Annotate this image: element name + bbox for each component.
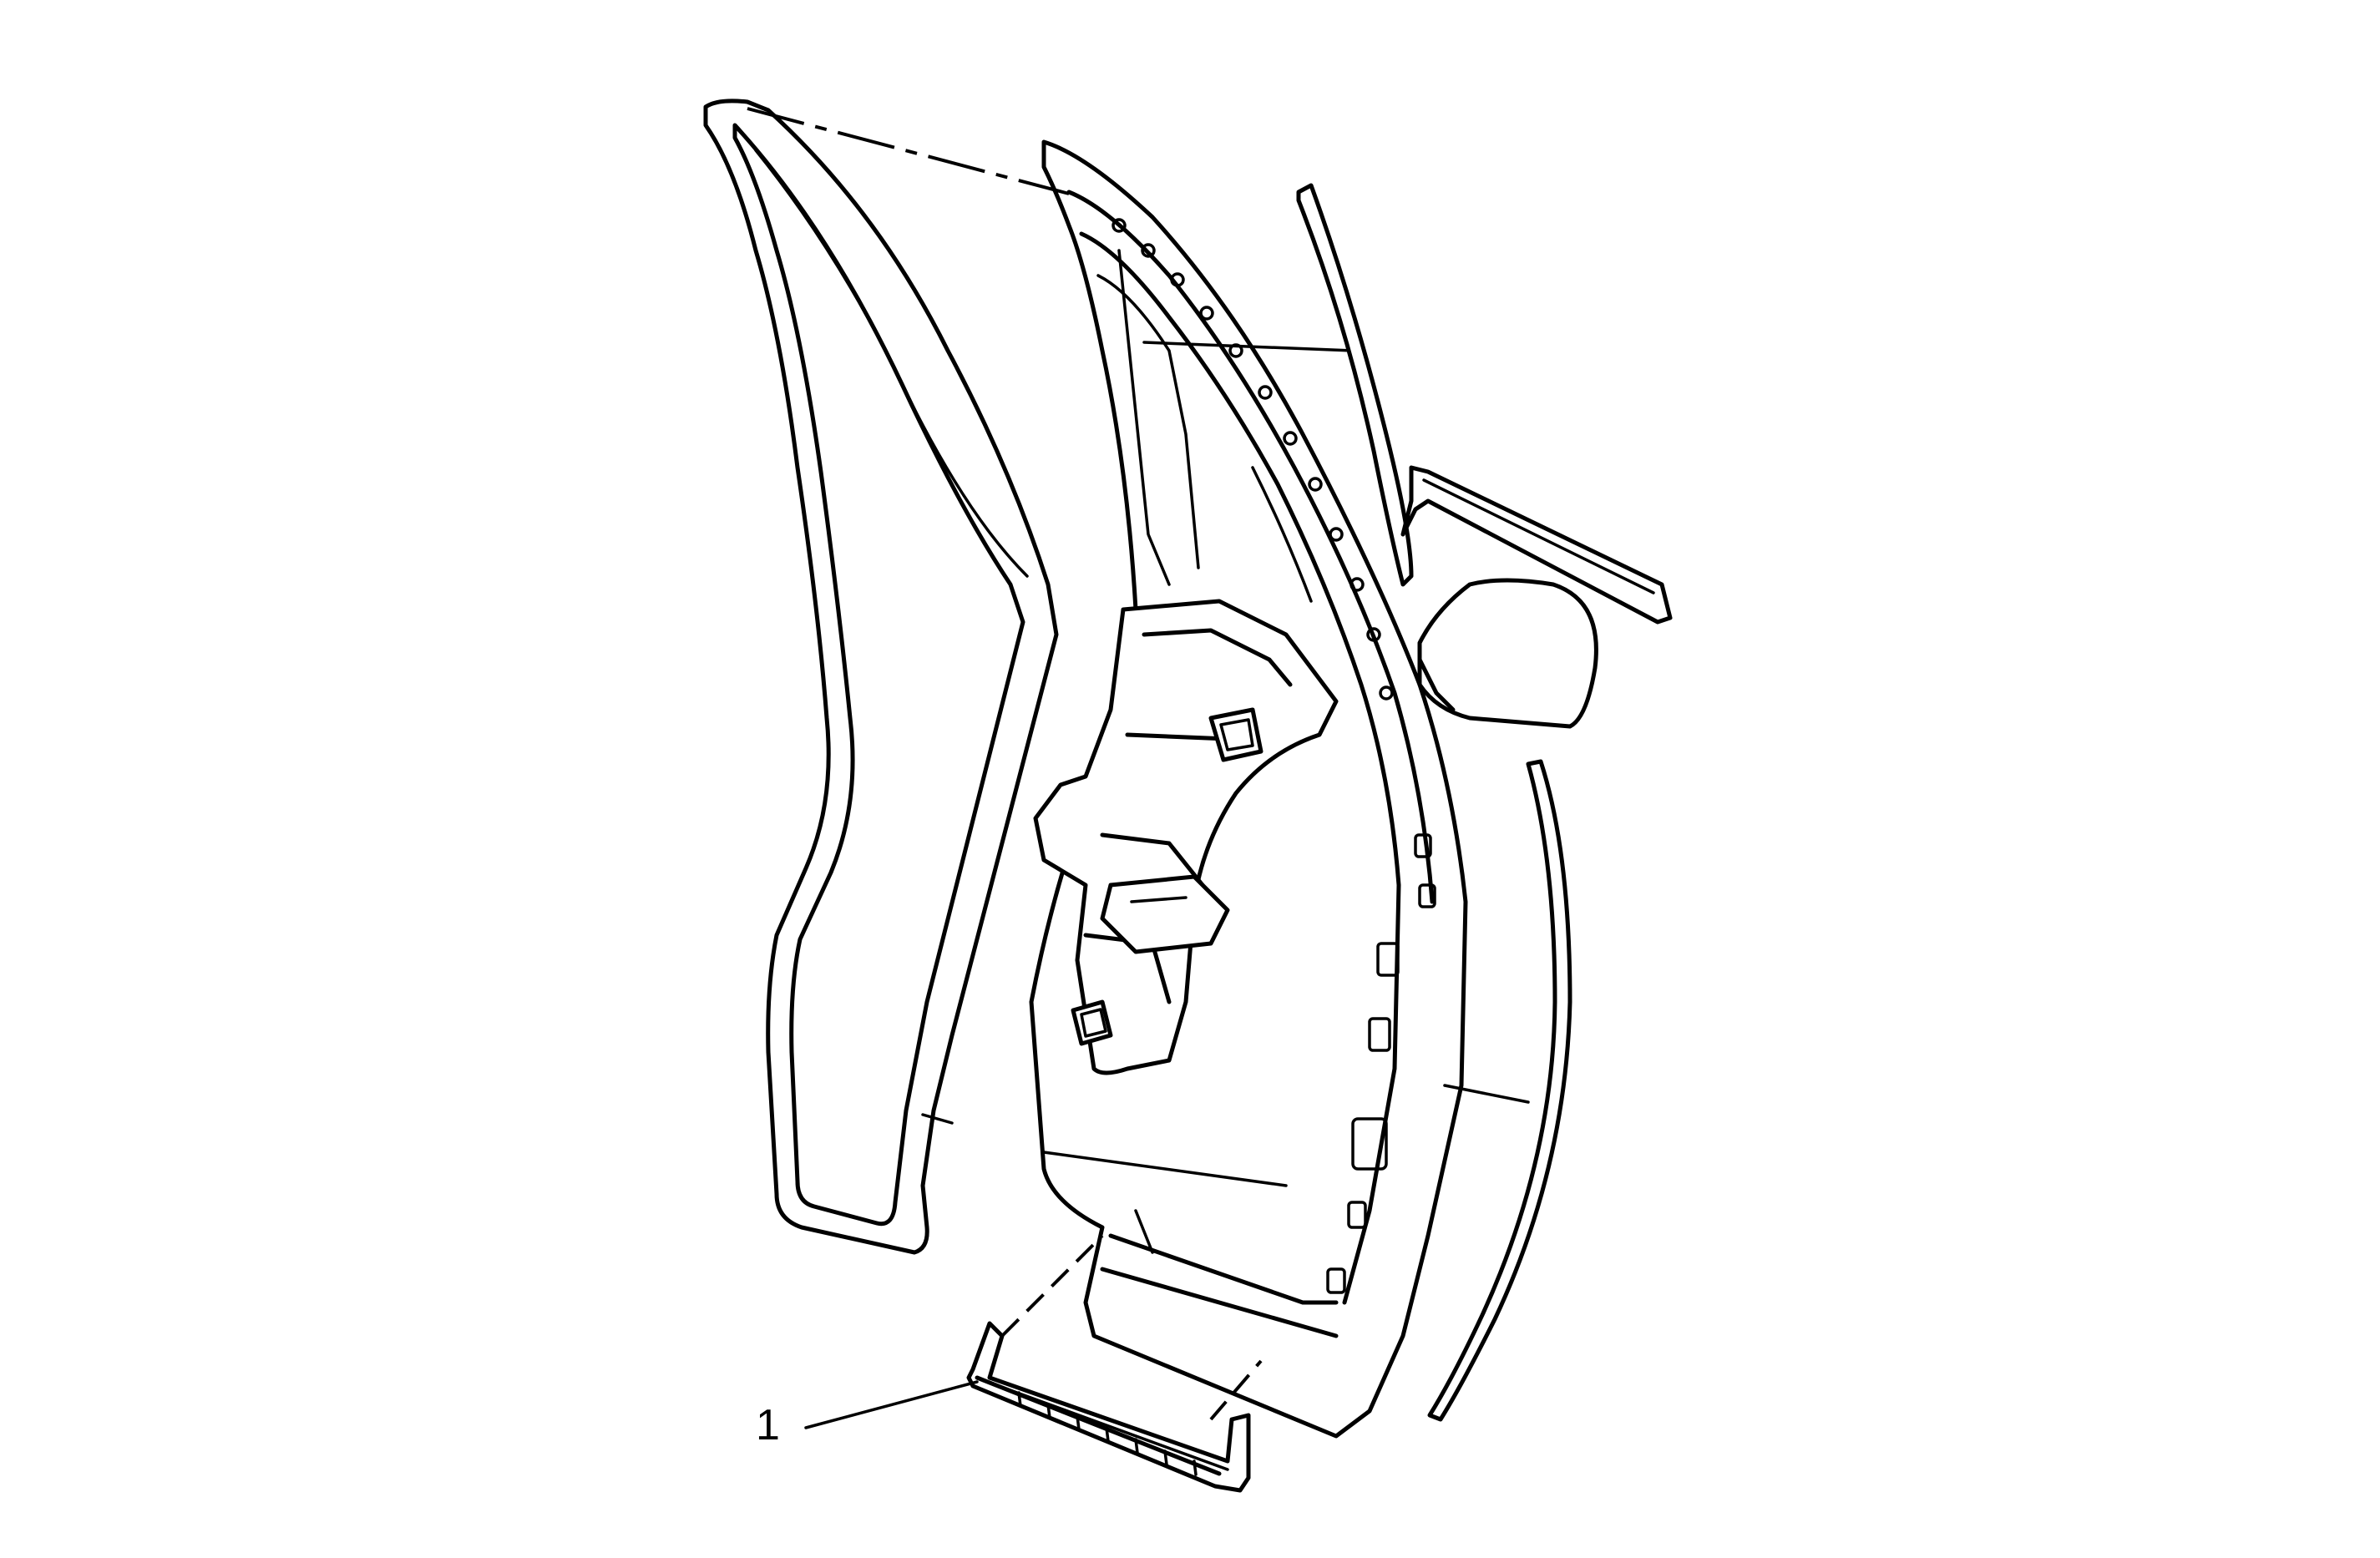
outside-mirror: [1417, 578, 1598, 729]
sill-plate-clips: [1017, 1391, 1198, 1476]
grab-handle: [1100, 874, 1230, 954]
glass-outline: [1142, 341, 1530, 1104]
inner-door-structure: [1100, 833, 1436, 1338]
door-trim-panel: [1033, 599, 1339, 1187]
sill-plate: [966, 1234, 1263, 1493]
applique-strip: [1400, 465, 1673, 625]
belt-molding-strip: [1296, 183, 1414, 587]
rear-edge-weatherstrip: [1427, 759, 1572, 1422]
callout-1-label: 1: [756, 1401, 780, 1449]
door-weatherstrip-seal: [703, 99, 1059, 1255]
inner-panel-openings: [1326, 833, 1436, 1294]
callout-1: 1: [756, 1380, 979, 1449]
frame-bolt-holes: [1112, 218, 1394, 701]
door-frame: [747, 107, 1468, 1439]
